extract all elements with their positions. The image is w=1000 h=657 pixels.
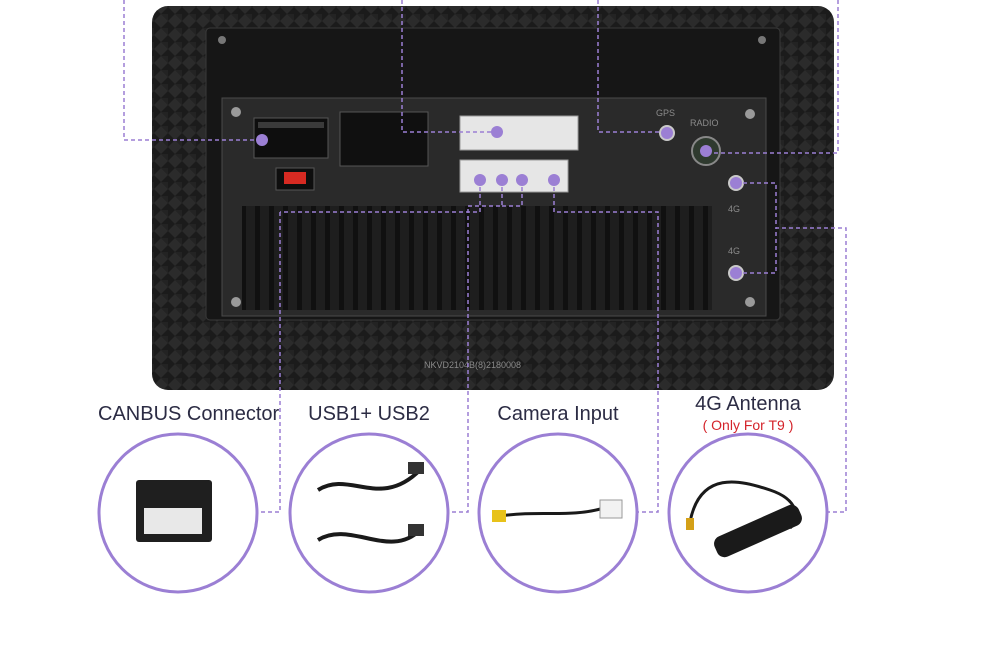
- port-markers: [256, 126, 742, 279]
- marker-fourg-1: [730, 177, 742, 189]
- marker-top-connector: [491, 126, 503, 138]
- rca-plug-icon: [492, 510, 506, 522]
- accessory-antenna: [667, 432, 829, 594]
- leader-antenna: [736, 182, 847, 513]
- usb-cable-2-icon: [316, 528, 422, 544]
- screw: [231, 107, 241, 117]
- aux-socket: [339, 111, 429, 167]
- fourg-marking-1: 4G: [728, 204, 740, 214]
- marker-usb2: [516, 174, 528, 186]
- leader-top-left: [123, 0, 262, 141]
- camera-connector-icon: [599, 499, 623, 519]
- serial-marking: NKVD2104B(8)2180008: [424, 360, 521, 370]
- canbus-module-sticker: [144, 508, 202, 534]
- accessory-camera: [477, 432, 639, 594]
- antenna-plug-icon: [686, 518, 694, 530]
- antenna-body-icon: [714, 504, 802, 558]
- fuse: [284, 172, 306, 184]
- antenna-note: ( Only For T9 ): [702, 417, 794, 433]
- leader-usb: [448, 180, 503, 513]
- leader-lines: [123, 0, 847, 513]
- marker-gps: [661, 127, 673, 139]
- screw: [745, 297, 755, 307]
- fourg-marking-2: 4G: [728, 246, 740, 256]
- usb-circle: [288, 432, 450, 594]
- usb-label: USB1+ USB2: [308, 403, 430, 425]
- screw: [231, 297, 241, 307]
- socket-pins: [258, 122, 324, 128]
- leader-usb-branch: [502, 180, 523, 207]
- marker-camera: [548, 174, 560, 186]
- gps-marking: GPS: [656, 108, 675, 118]
- accessory-canbus: [97, 432, 259, 594]
- leader-top-right: [597, 0, 667, 133]
- leader-camera: [553, 180, 659, 513]
- leader-antenna-branch: [736, 228, 777, 274]
- leader-top-far-right: [706, 0, 839, 154]
- antenna-label: 4G Antenna: [695, 393, 801, 415]
- leader-canbus: [258, 212, 281, 513]
- usb-cable-1-icon: [316, 468, 422, 492]
- usb-plug-icon: [408, 462, 424, 474]
- screw: [745, 109, 755, 119]
- marker-usb1: [496, 174, 508, 186]
- camera-cable-icon: [499, 506, 605, 518]
- head-unit: GPS RADIO 4G 4G NKVD2104B(8)2180008: [152, 6, 834, 390]
- antenna-circle: [667, 432, 829, 594]
- canbus-label: CANBUS Connector: [98, 403, 280, 425]
- marker-canbus: [474, 174, 486, 186]
- screw: [758, 36, 766, 44]
- heat-sink: [242, 206, 712, 310]
- usb-plug-icon: [408, 524, 424, 536]
- leader-canbus-branch: [280, 180, 481, 213]
- screw: [218, 36, 226, 44]
- marker-fourg-2: [730, 267, 742, 279]
- accessory-usb: [288, 432, 450, 594]
- marker-radio: [700, 145, 712, 157]
- radio-marking: RADIO: [690, 118, 719, 128]
- camera-label: Camera Input: [497, 403, 619, 425]
- white-connector-top: [459, 115, 579, 151]
- leader-top-center: [401, 0, 497, 133]
- marker-harness: [256, 134, 268, 146]
